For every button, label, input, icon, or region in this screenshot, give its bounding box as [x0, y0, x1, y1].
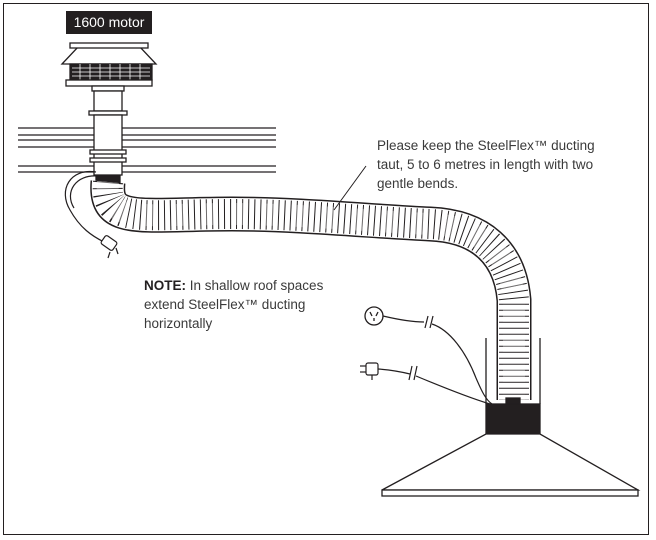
note-line-2: extend SteelFlex™ ducting	[144, 297, 306, 312]
ducting-callout: Please keep the SteelFlex™ ducting taut,…	[377, 136, 617, 193]
note-line-3: horizontally	[144, 316, 213, 331]
hood-plug-icon	[360, 362, 379, 380]
shallow-roof-note: NOTE: In shallow roof spaces extend Stee…	[144, 276, 334, 333]
ceiling-joists	[18, 127, 276, 173]
callout-line-1: Please keep the SteelFlex™ ducting	[377, 138, 595, 153]
outlet-cable	[382, 315, 493, 405]
range-hood-icon	[381, 338, 641, 497]
diagram-frame	[3, 3, 649, 535]
steelflex-duct	[90, 180, 532, 400]
note-line-1: NOTE: In shallow roof spaces	[144, 276, 334, 295]
note-line-1-text: In shallow roof spaces	[186, 278, 324, 293]
motor-power-cable	[64, 170, 105, 243]
power-outlet-icon	[364, 306, 384, 326]
hood-cable	[377, 365, 491, 405]
power-plug-icon	[100, 235, 119, 259]
callout-line-2: taut, 5 to 6 metres in length with two	[377, 157, 594, 172]
note-heading: NOTE:	[144, 278, 186, 293]
callout-leader	[333, 165, 367, 211]
callout-line-3: gentle bends.	[377, 176, 459, 191]
motor-label: 1600 motor	[66, 11, 152, 34]
roof-motor-icon	[60, 42, 158, 185]
